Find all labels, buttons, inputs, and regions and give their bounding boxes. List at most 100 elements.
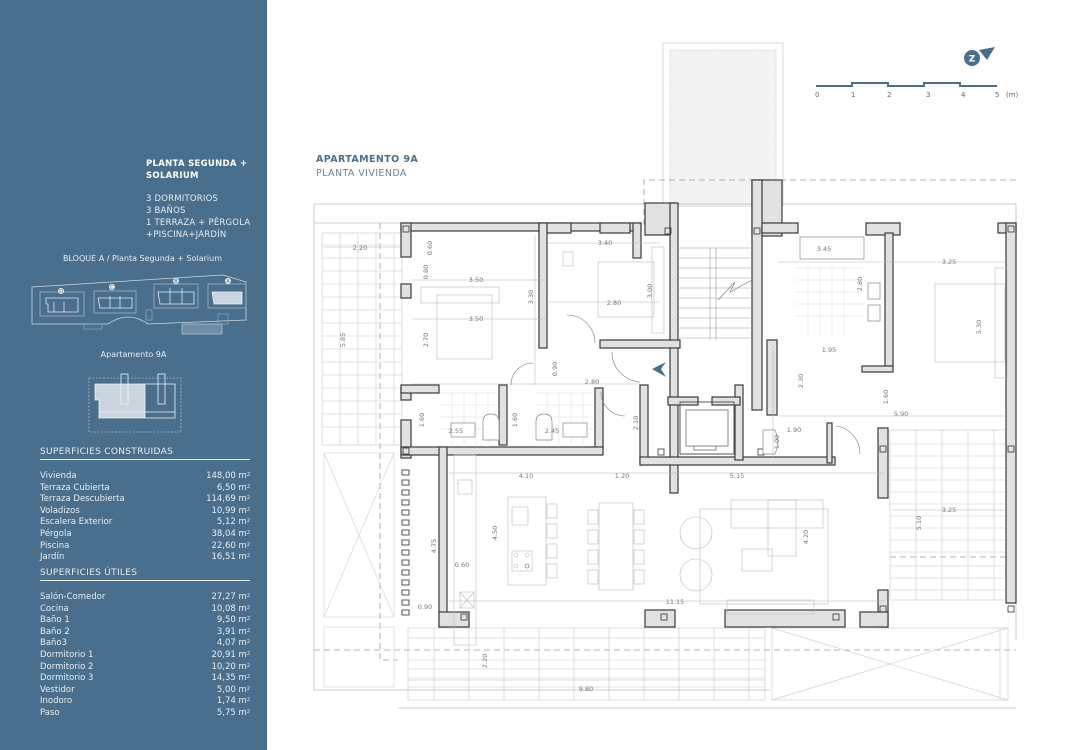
area-value: 22,60 m2 — [211, 540, 250, 551]
svg-text:Z: Z — [969, 55, 976, 65]
entrance-arrow-icon — [652, 362, 666, 377]
floor-plan-drawing: Z — [313, 42, 1017, 709]
area-value: 16,51 m2 — [211, 552, 250, 563]
useful-areas-title: SUPERFICIES ÚTILES — [40, 568, 250, 581]
right-pergola — [889, 429, 1009, 601]
svg-text:2.20: 2.20 — [353, 244, 367, 252]
svg-text:5.10: 5.10 — [915, 516, 923, 530]
svg-text:2.80: 2.80 — [856, 277, 864, 291]
floor-title-line1: PLANTA SEGUNDA + — [146, 159, 248, 169]
plan-subtitle: PLANTA VIVIENDA — [316, 168, 407, 179]
area-value: 3,91 m2 — [216, 626, 250, 637]
area-label: Paso — [40, 707, 60, 718]
built-area-row: Escalera Exterior 5,12 m2 — [40, 517, 250, 529]
area-value: 27,27 m2 — [211, 592, 250, 602]
area-value: 9,50 m2 — [216, 615, 250, 626]
svg-text:3.00: 3.00 — [646, 284, 654, 298]
area-label: Jardín — [40, 552, 65, 563]
useful-area-row: Baño 2 3,91 m2 — [40, 627, 250, 639]
built-areas-title: SUPERFICIES CONSTRUIDAS — [40, 447, 250, 460]
floor-title-line2: SOLARIUM — [146, 171, 199, 181]
svg-text:0.80: 0.80 — [422, 265, 430, 279]
svg-text:2.10: 2.10 — [632, 416, 640, 430]
bottom-pergola — [407, 627, 766, 701]
elevator — [679, 401, 735, 455]
svg-text:2.20: 2.20 — [481, 654, 489, 668]
plan-title: APARTAMENTO 9A — [316, 154, 419, 165]
svg-text:1.20: 1.20 — [615, 472, 629, 480]
apartment-key-plan — [88, 373, 182, 433]
area-label: Dormitorio 1 — [40, 649, 94, 660]
scale-tick-0: 0 — [815, 91, 820, 99]
scale-bar — [816, 82, 997, 87]
feature-bathrooms: 3 BAÑOS — [146, 206, 186, 216]
svg-text:2.30: 2.30 — [797, 374, 805, 388]
svg-text:1.60: 1.60 — [511, 413, 519, 427]
useful-area-row: Paso 5,75 m2 — [40, 708, 250, 720]
feature-pool-garden: +PISCINA+JARDÍN — [146, 230, 227, 240]
block-label: BLOQUE A / Planta Segunda + Solarium — [62, 254, 223, 263]
area-label: Terraza Descubierta — [40, 494, 125, 505]
svg-text:4.20: 4.20 — [802, 530, 810, 544]
area-value: 5,00 m2 — [216, 684, 250, 695]
svg-text:1.60: 1.60 — [882, 390, 890, 404]
scale-tick-1: 1 — [851, 91, 856, 99]
floor-title: PLANTA SEGUNDA + SOLARIUM — [146, 158, 261, 182]
svg-text:3.45: 3.45 — [817, 245, 831, 253]
area-value: 148,00 m2 — [206, 471, 250, 481]
svg-text:5.90: 5.90 — [894, 410, 908, 418]
svg-text:2.70: 2.70 — [422, 333, 430, 347]
built-area-row: Jardín 16,51 m2 — [40, 552, 250, 564]
structural-columns — [402, 225, 1015, 621]
svg-text:3.30: 3.30 — [527, 290, 535, 304]
svg-text:0.60: 0.60 — [426, 241, 434, 255]
area-value: 5,12 m2 — [216, 517, 250, 528]
area-label: Baño 1 — [40, 615, 70, 626]
scale-unit: (m) — [1006, 91, 1019, 99]
area-label: Salón-Comedor — [40, 592, 106, 602]
apartment-label: Apartamento 9A — [100, 350, 167, 359]
area-value: 38,04 m2 — [211, 528, 250, 539]
area-label: Piscina — [40, 540, 70, 551]
svg-text:4.75: 4.75 — [430, 539, 438, 553]
svg-text:2.45: 2.45 — [545, 427, 559, 435]
area-value: 5,75 m2 — [216, 707, 250, 718]
features-list: 3 DORMITORIOS 3 BAÑOS 1 TERRAZA + PÉRGOL… — [146, 193, 264, 241]
svg-text:2.80: 2.80 — [585, 378, 599, 386]
area-label: Escalera Exterior — [40, 517, 113, 528]
svg-text:0.60: 0.60 — [455, 561, 469, 569]
feature-bedrooms: 3 DORMITORIOS — [146, 194, 219, 204]
area-value: 114,69 m2 — [206, 494, 250, 505]
svg-text:3.50: 3.50 — [469, 315, 483, 323]
area-label: Baño 2 — [40, 626, 70, 637]
svg-text:3.50: 3.50 — [469, 276, 483, 284]
area-label: Cocina — [40, 603, 69, 614]
area-label: Vivienda — [40, 471, 77, 481]
svg-text:9.80: 9.80 — [579, 685, 593, 693]
scale-tick-5: 5 — [995, 91, 1000, 99]
area-value: 4,07 m2 — [216, 638, 250, 649]
area-label: Dormitorio 3 — [40, 673, 94, 684]
scale-tick-3: 3 — [926, 91, 931, 99]
site-block-b-label: B — [174, 279, 178, 285]
area-label: Voladizos — [40, 505, 80, 516]
area-label: Vestidor — [40, 684, 75, 695]
site-block-c-label: C — [110, 285, 114, 291]
sidebar-panel: PLANTA SEGUNDA + SOLARIUM 3 DORMITORIOS … — [0, 0, 267, 750]
area-label: Dormitorio 2 — [40, 661, 94, 672]
svg-text:5.15: 5.15 — [730, 472, 744, 480]
scale-tick-2: 2 — [887, 91, 892, 99]
svg-text:5.85: 5.85 — [339, 333, 347, 347]
furniture — [420, 246, 1008, 646]
built-area-row: Terraza Descubierta 114,69 m2 — [40, 494, 250, 506]
svg-text:5.30: 5.30 — [975, 320, 983, 334]
